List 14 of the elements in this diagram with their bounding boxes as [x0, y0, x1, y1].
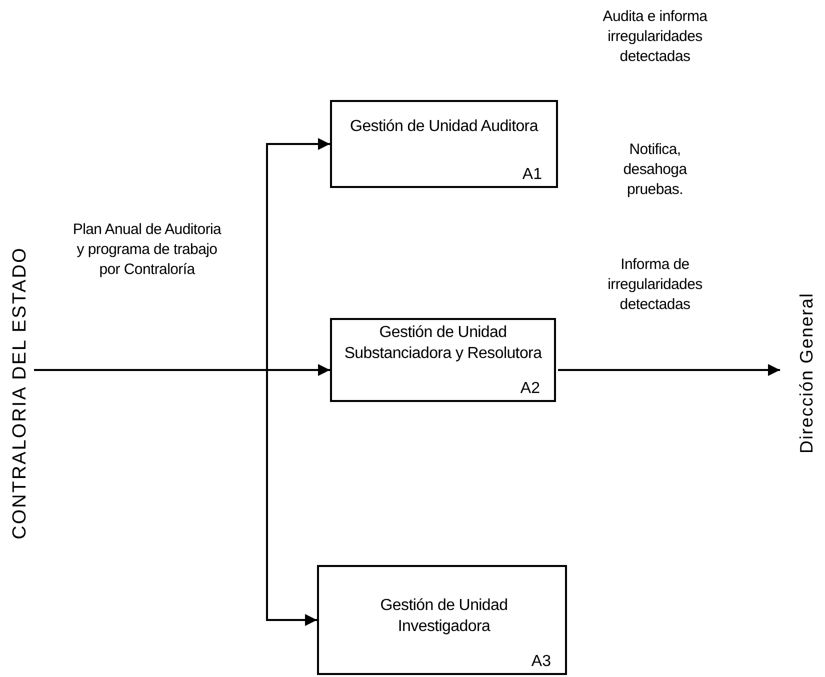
annotation-text: Plan Anual de Auditoria y programa de trabajo por Contraloría: [72, 220, 222, 280]
box-title: Gestión de Unidad Auditora: [349, 117, 540, 137]
box-title: Gestión de Unidad Investigadora: [379, 596, 509, 637]
box-code: A1: [522, 165, 542, 184]
box-title: Gestión de Unidad Substanciadora y Resolutora: [343, 323, 543, 364]
process-box: [317, 565, 567, 675]
arrow: [34, 369, 317, 626]
box-code: A2: [520, 379, 540, 398]
vertical-label: Dirección General: [794, 250, 818, 495]
process-box: [330, 100, 558, 188]
arrow: [558, 364, 780, 376]
process-box: [330, 318, 556, 402]
box-code: A3: [531, 652, 551, 671]
vertical-label: CONTRALORIA DEL ESTADO: [8, 170, 32, 615]
